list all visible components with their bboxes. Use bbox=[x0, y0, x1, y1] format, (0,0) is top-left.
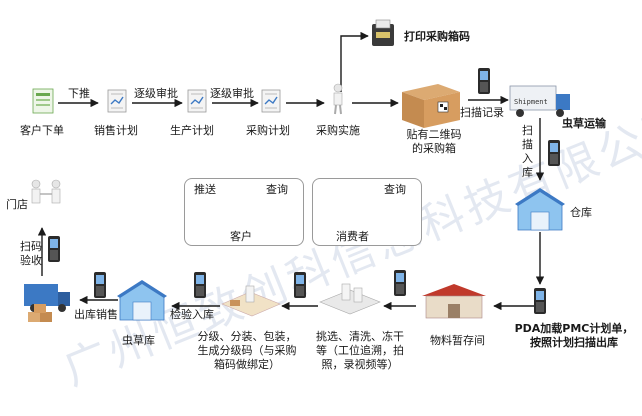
label-purchase-execute: 采购实施 bbox=[316, 124, 360, 137]
label-cordyceps-transport: 虫草运输 bbox=[562, 117, 606, 130]
purchase-box-icon bbox=[402, 84, 460, 128]
label-store: 门店 bbox=[6, 198, 28, 211]
pda-scan-in-icon bbox=[548, 140, 560, 166]
cordyceps-warehouse-icon bbox=[117, 280, 167, 321]
material-storage-icon bbox=[422, 284, 486, 319]
label-customer: 客户 bbox=[230, 230, 252, 243]
production-plan-icon bbox=[187, 89, 207, 113]
label-step-approve-2: 逐级审批 bbox=[210, 87, 254, 100]
label-sales-plan: 销售计划 bbox=[94, 124, 138, 137]
label-cordyceps-store: 虫草库 bbox=[122, 334, 155, 347]
label-purchase-plan: 采购计划 bbox=[246, 124, 290, 137]
label-production-plan: 生产计划 bbox=[170, 124, 214, 137]
label-inspect-in: 检验入库 bbox=[170, 308, 214, 321]
pda-sorting-icon bbox=[294, 272, 306, 298]
shop-figures-icon bbox=[31, 179, 61, 204]
label-consumer-query: 查询 bbox=[384, 183, 406, 196]
label-scan-in: 扫描入库 bbox=[522, 124, 533, 179]
pda-inspect-icon bbox=[94, 272, 106, 298]
pda-scan-record-icon bbox=[478, 68, 490, 94]
label-warehouse: 仓库 bbox=[570, 206, 592, 219]
label-grading: 分级、分装、包装， 生成分级码（与采购 箱码做绑定） bbox=[197, 330, 297, 371]
arrow-execute-to-print bbox=[340, 31, 369, 92]
label-step-approve-1: 逐级审批 bbox=[134, 87, 178, 100]
pda-material-icon bbox=[394, 270, 406, 296]
label-out-sales: 出库销售 bbox=[74, 308, 118, 321]
label-customer-query: 查询 bbox=[266, 183, 288, 196]
arrow-pda-to-material bbox=[493, 300, 541, 311]
consumer-panel bbox=[312, 178, 422, 246]
label-box-with-qr: 贴有二维码 的采购箱 bbox=[406, 128, 462, 155]
order-doc-icon bbox=[32, 88, 54, 114]
label-scan-check: 扫码 验收 bbox=[20, 240, 42, 267]
delivery-truck-icon bbox=[24, 284, 70, 322]
customer-panel bbox=[184, 178, 304, 246]
warehouse-icon bbox=[515, 188, 565, 231]
label-push-down: 下推 bbox=[68, 87, 90, 100]
pda-receive-icon bbox=[48, 236, 60, 262]
label-sorting: 挑选、清洗、冻干 等（工位追溯，拍 照，录视频等） bbox=[316, 330, 404, 371]
label-customer-order: 客户下单 bbox=[20, 124, 64, 137]
sorting-workstation-icon bbox=[319, 283, 381, 315]
transport-truck-icon bbox=[509, 85, 570, 117]
truck-shipment-label: Shipment bbox=[514, 98, 548, 106]
label-pda-load: PDA加载PMC计划单， 按照计划扫描出库 bbox=[514, 322, 634, 349]
label-print-box-code: 打印采购箱码 bbox=[404, 30, 470, 43]
grading-workstation-icon bbox=[221, 285, 281, 317]
pda-grading-icon bbox=[194, 272, 206, 298]
pda-out-icon bbox=[534, 288, 546, 314]
purchaser-figure-icon bbox=[333, 83, 343, 115]
label-scan-record: 扫描记录 bbox=[460, 106, 504, 119]
purchase-plan-icon bbox=[261, 89, 281, 113]
label-material-temp: 物料暂存间 bbox=[430, 334, 485, 347]
sales-plan-icon bbox=[107, 89, 127, 113]
label-push: 推送 bbox=[194, 183, 216, 196]
label-consumer: 消费者 bbox=[336, 230, 369, 243]
label-printer-icon bbox=[372, 19, 394, 46]
